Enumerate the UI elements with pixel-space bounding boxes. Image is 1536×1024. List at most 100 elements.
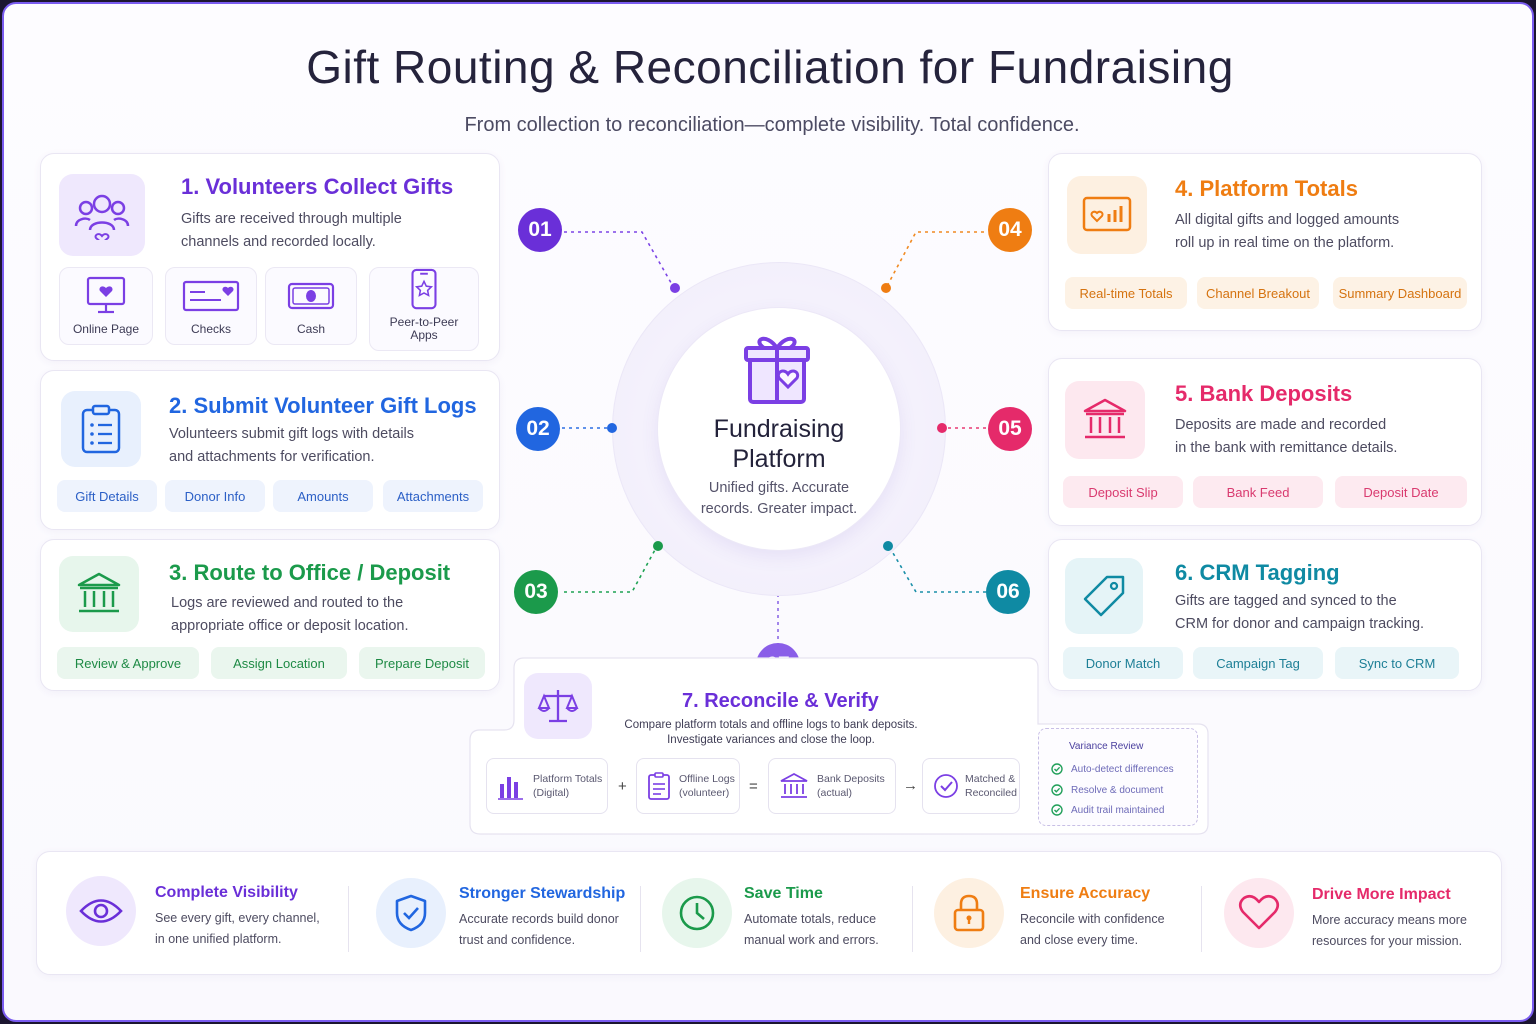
step-2-desc-line2: and attachments for verification. [169,449,375,465]
step-2-desc-line1: Volunteers submit gift logs with details [169,426,415,442]
step-number-02: 02 [516,407,560,451]
benefit-3-desc-line2: manual work and errors. [744,933,879,947]
scale-icon-box [524,673,592,739]
recon-b-line1: Offline Logs [679,773,735,785]
connector-01 [564,231,675,289]
recon-bank-deposits: Bank Deposits (actual) [768,758,896,814]
connector-dot-02 [607,423,617,433]
channel-cash-label: Cash [296,322,325,336]
benefit-divider [912,886,913,952]
chip-assign-location: Assign Location [211,647,347,679]
step-4-card: 4. Platform Totals All digital gifts and… [1048,153,1482,331]
chip-amounts: Amounts [273,480,373,512]
bank-small-icon [780,772,808,798]
dashboard-icon-box [1067,176,1147,254]
clipboard-icon [81,404,121,454]
channel-online-page: Online Page [59,267,153,345]
variance-review-box: Variance Review Auto-detect differences … [1038,728,1198,826]
green-check-icon [1051,784,1063,796]
recon-a-line2: (Digital) [533,787,570,799]
chip-prepare-deposit: Prepare Deposit [359,647,485,679]
recon-offline-logs-label: Offline Logs (volunteer) [679,772,735,800]
variance-item-2-label: Resolve & document [1071,784,1164,796]
step-7-desc-line2: Investigate variances and close the loop… [667,734,875,746]
variance-item-2: Resolve & document [1051,784,1163,796]
step-number-06: 06 [986,570,1030,614]
benefit-1-title: Complete Visibility [155,884,298,901]
bank-icon-box [1065,381,1145,459]
dashboard-icon [1082,196,1132,232]
connector-dot-05 [937,423,947,433]
step-7-desc-line1: Compare platform totals and offline logs… [624,719,918,731]
step-5-title: 5. Bank Deposits [1175,381,1353,406]
benefit-2-desc: Accurate records build donor trust and c… [459,909,634,951]
step-7-title: 7. Reconcile & Verify [682,690,879,712]
step-5-card: 5. Bank Deposits Deposits are made and r… [1048,358,1482,526]
connector-06 [889,547,986,593]
step-6-desc-line1: Gifts are tagged and synced to the [1175,593,1397,609]
center-desc-line1: Unified gifts. Accurate [708,480,850,496]
clock-icon-circle [662,878,732,948]
step-7-desc: Compare platform totals and offline logs… [604,718,938,748]
chip-summary-dashboard: Summary Dashboard [1333,277,1467,309]
phone-icon [411,268,437,310]
check-icon [182,280,240,312]
recon-c-line1: Bank Deposits [817,773,885,785]
tag-icon-box [1065,558,1143,634]
benefit-2-desc-line1: Accurate records build donor [459,912,619,926]
shield-check-icon [395,894,427,932]
eye-icon-circle [66,876,136,946]
step-3-desc-line1: Logs are reviewed and routed to the [171,595,404,611]
step-4-title: 4. Platform Totals [1175,176,1358,201]
recon-platform-totals: Platform Totals (Digital) [486,758,608,814]
step-2-card: 2. Submit Volunteer Gift Logs Volunteers… [40,370,500,530]
center-desc-line2: records. Greater impact. [700,501,858,517]
connector-dot-01 [670,283,680,293]
channel-checks-label: Checks [190,322,231,336]
lock-icon [953,894,985,932]
log-clipboard-icon [648,772,670,800]
step-6-title: 6. CRM Tagging [1175,560,1340,585]
channel-p2p-label-line2: Apps [410,328,438,342]
connector-lines [562,231,988,644]
recon-d-line1: Matched & [965,773,1016,785]
variance-item-1: Auto-detect differences [1051,763,1174,775]
step-4-desc-line2: roll up in real time on the platform. [1175,235,1395,251]
plus-operator: + [618,778,627,795]
chip-sync-to-crm: Sync to CRM [1335,647,1459,679]
cash-icon [287,282,335,310]
bank-building-icon [77,572,121,613]
channel-checks: Checks [165,267,257,345]
chip-deposit-slip: Deposit Slip [1063,476,1183,508]
clock-icon [679,895,715,931]
variance-item-1-label: Auto-detect differences [1071,763,1174,775]
connector-dot-03 [653,541,663,551]
page-subtitle: From collection to reconciliation—comple… [464,114,1080,136]
channel-online-page-label: Online Page [72,322,140,336]
center-title-line2: Platform [732,445,826,473]
benefit-5-desc: More accuracy means more resources for y… [1312,910,1487,952]
recon-d-line2: Reconciled [965,787,1017,799]
step-4-desc: All digital gifts and logged amounts rol… [1175,209,1399,255]
check-circle-icon [934,774,958,798]
benefit-1-desc-line1: See every gift, every channel, [155,911,320,925]
bar-chart-icon [498,777,523,800]
connector-dot-04 [881,283,891,293]
channel-peer-to-peer-apps: Peer-to-Peer Apps [369,267,479,351]
step-1-desc-line2: channels and recorded locally. [181,234,376,250]
volunteers-icon [74,194,130,240]
step-1-card: 1. Volunteers Collect Gifts Gifts are re… [40,153,500,361]
step-6-desc: Gifts are tagged and synced to the CRM f… [1175,590,1424,636]
step-5-desc-line2: in the bank with remittance details. [1175,440,1398,456]
lock-icon-circle [934,878,1004,948]
monitor-icon [86,276,126,314]
chip-attachments: Attachments [383,480,483,512]
scale-icon [537,690,579,723]
office-icon-box [59,556,139,632]
chip-review-approve: Review & Approve [57,647,199,679]
chip-deposit-date: Deposit Date [1335,476,1467,508]
heart-icon [1238,894,1280,930]
channel-p2p-label: Peer-to-Peer Apps [390,316,459,342]
chip-gift-details: Gift Details [57,480,157,512]
